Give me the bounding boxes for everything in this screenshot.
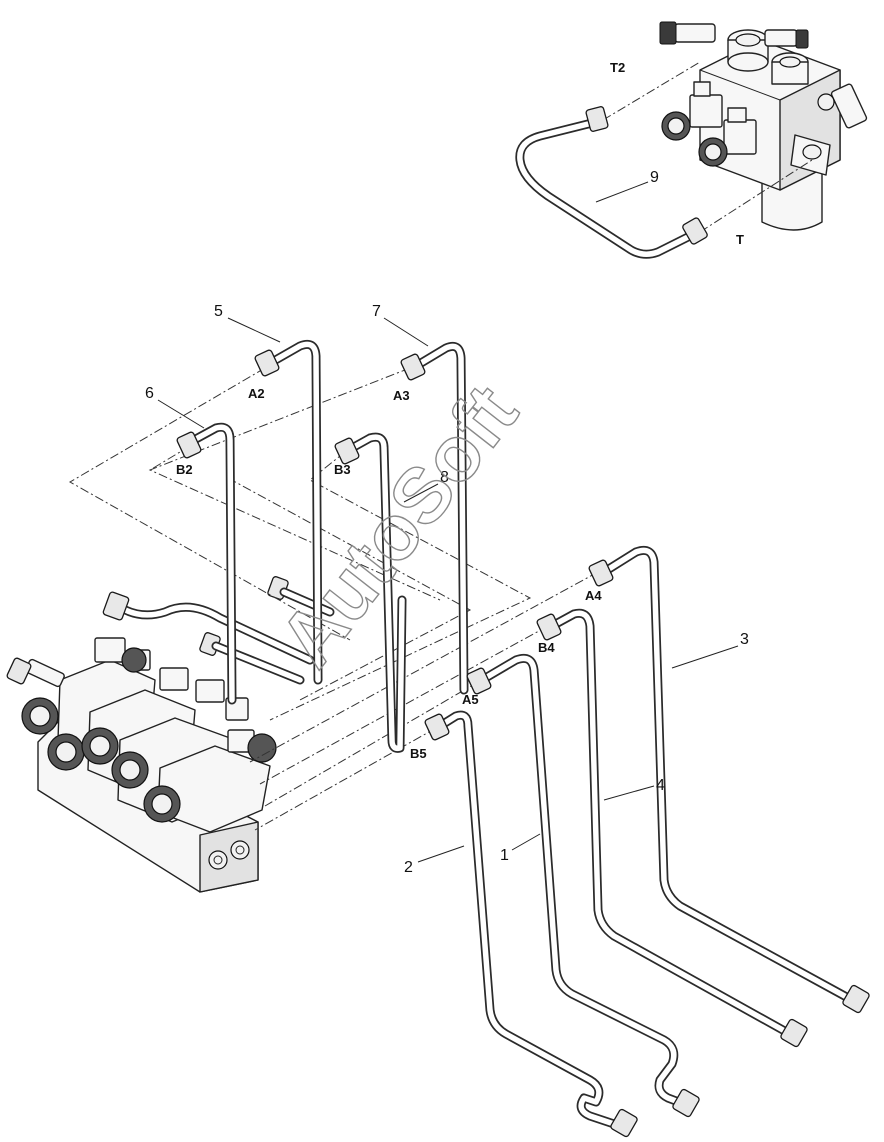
part-number-2: 2	[404, 859, 413, 876]
part-number-8: 8	[440, 469, 449, 486]
part-number-7: 7	[372, 303, 381, 320]
pipe-9	[515, 106, 708, 259]
port-label-b5: B5	[410, 746, 427, 761]
pipe-1	[466, 653, 700, 1118]
pipe-7	[400, 341, 469, 695]
pipe-2	[424, 710, 638, 1138]
part-number-9: 9	[650, 169, 659, 186]
pipe-3	[588, 545, 870, 1014]
pipe-5	[254, 339, 323, 685]
port-label-b4: B4	[538, 640, 555, 655]
leader-lines	[157, 181, 739, 863]
part-number-6: 6	[145, 385, 154, 402]
part-number-4: 4	[656, 777, 665, 794]
part-number-3: 3	[740, 631, 749, 648]
part-number-1: 1	[500, 847, 509, 864]
port-label-b2: B2	[176, 462, 193, 477]
port-label-b3: B3	[334, 462, 351, 477]
pipe-6	[176, 422, 237, 705]
port-label-t2: T2	[610, 60, 625, 75]
valve-manifold	[6, 576, 289, 893]
pipe-8	[334, 432, 407, 753]
port-label-a2: A2	[248, 386, 265, 401]
port-label-a5: A5	[462, 692, 479, 707]
part-number-5: 5	[214, 303, 223, 320]
port-label-a4: A4	[585, 588, 602, 603]
pipe-4	[536, 608, 808, 1048]
port-label-t: T	[736, 232, 744, 247]
port-label-a3: A3	[393, 388, 410, 403]
return-valve-block	[659, 21, 868, 231]
